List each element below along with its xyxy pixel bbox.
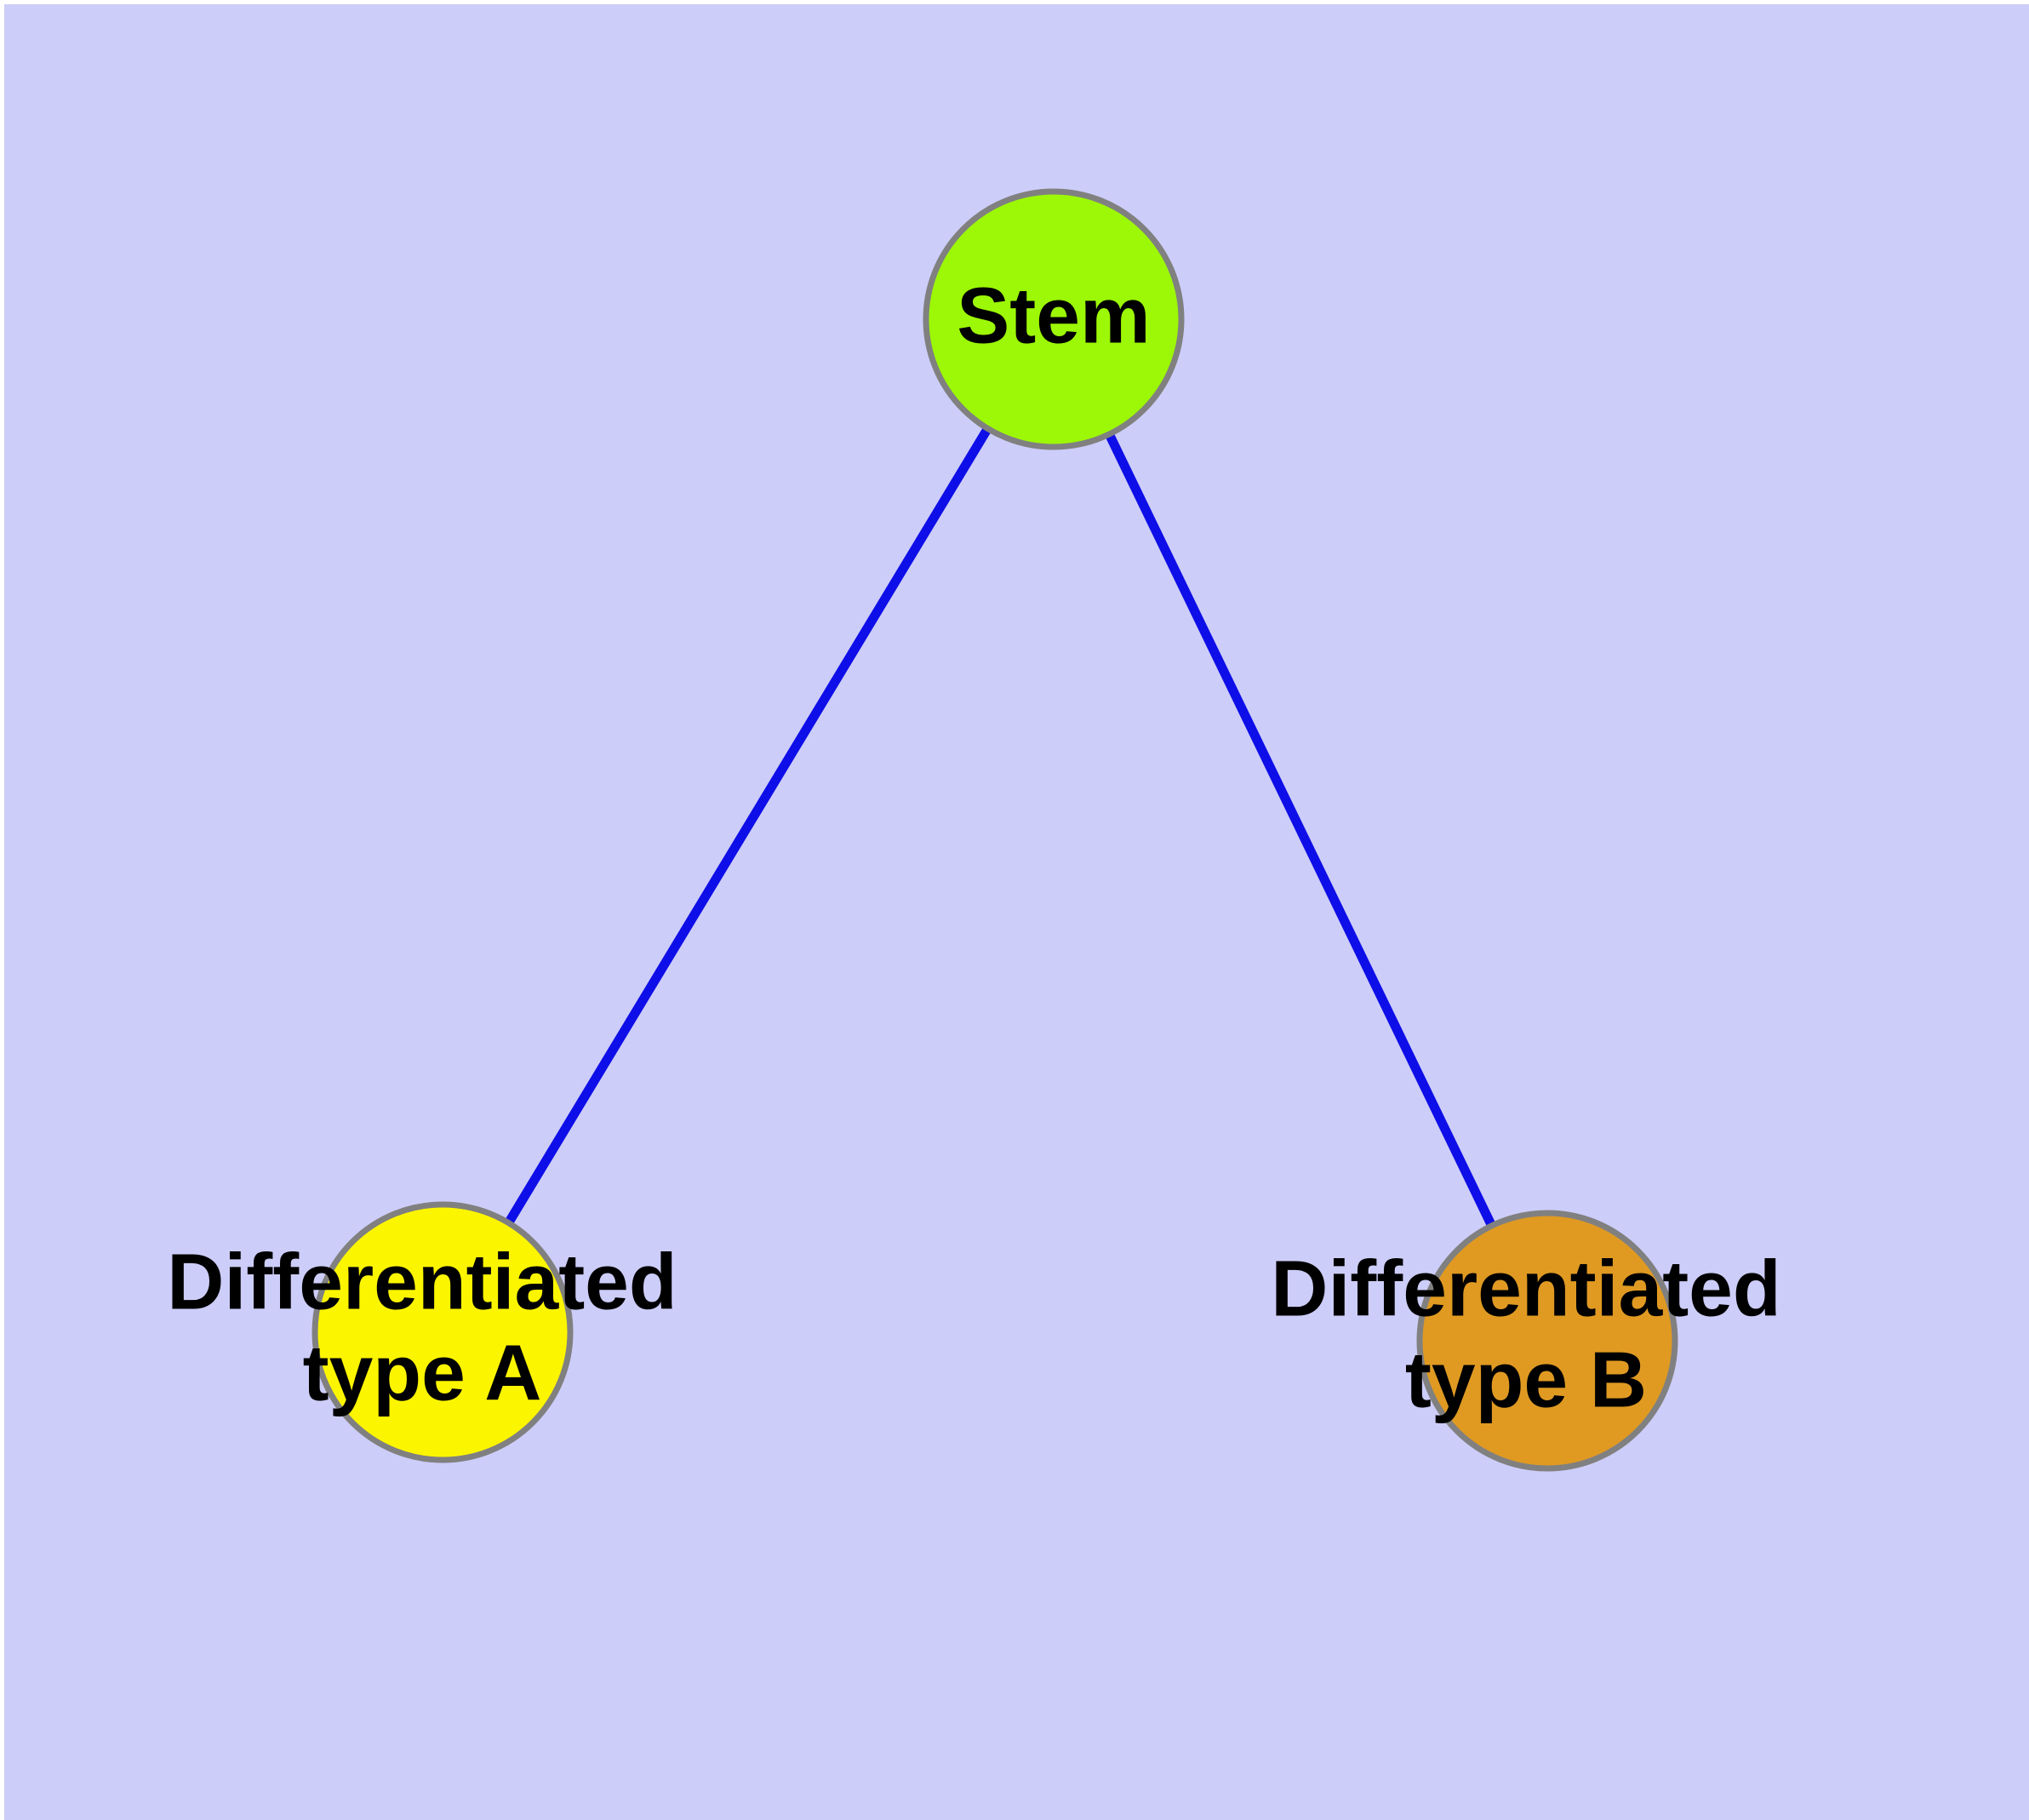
node-differentiated-type-a-circle[interactable] — [311, 1201, 574, 1463]
node-differentiated-type-b[interactable]: Differentiated type B — [1271, 1210, 1781, 1472]
edge-stem-to-differentiated-type-b[interactable] — [1049, 317, 1552, 1343]
node-differentiated-type-a[interactable]: Differentiated type A — [167, 1201, 677, 1463]
edge-stem-to-differentiated-type-a[interactable] — [438, 317, 1058, 1335]
node-differentiated-type-a-label-line-1: Differentiated — [167, 1238, 677, 1326]
node-differentiated-type-b-circle[interactable] — [1416, 1210, 1678, 1472]
node-differentiated-type-b-label-line-1: Differentiated — [1271, 1245, 1780, 1333]
node-stem[interactable]: Stem — [923, 188, 1185, 450]
node-differentiated-type-a-label-line-2: type A — [303, 1329, 542, 1417]
nodes-layer: Stem Differentiated type A Differentiate… — [167, 188, 1781, 1472]
node-differentiated-type-b-label-line-2: type B — [1405, 1336, 1647, 1424]
node-stem-label: Stem — [957, 272, 1150, 360]
node-stem-circle[interactable] — [923, 188, 1185, 450]
edges-layer — [438, 317, 1552, 1343]
